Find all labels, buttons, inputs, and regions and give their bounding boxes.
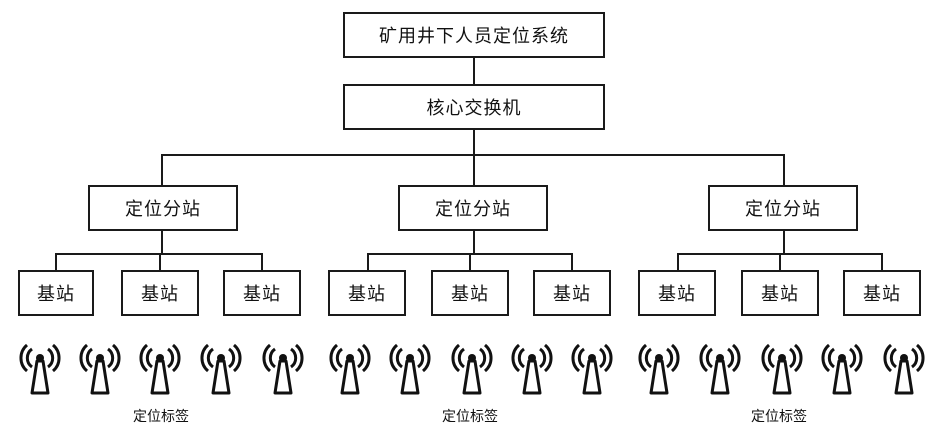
tag-label-3: 定位标签 <box>751 409 807 425</box>
wireless-antenna-tower-icon <box>262 343 304 395</box>
connector-to-base-1-3 <box>261 253 263 270</box>
substation-box-2: 定位分站 <box>398 185 548 231</box>
base-station-label: 基站 <box>141 284 179 305</box>
system-title-box: 矿用井下人员定位系统 <box>343 12 605 58</box>
system-title-label: 矿用井下人员定位系统 <box>379 26 569 47</box>
connector-switch-down <box>473 130 475 155</box>
connector-bus-to-substation-2 <box>473 154 475 185</box>
wireless-antenna-tower-icon <box>821 343 863 395</box>
wireless-antenna-tower-icon <box>451 343 493 395</box>
connector-bus-to-substation-1 <box>161 154 163 185</box>
base-station-box-2-3: 基站 <box>533 270 611 316</box>
wireless-antenna-tower-icon <box>389 343 431 395</box>
tag-label-1: 定位标签 <box>133 409 189 425</box>
wireless-antenna-tower-icon <box>19 343 61 395</box>
base-station-box-2-2: 基站 <box>431 270 509 316</box>
base-station-label: 基站 <box>451 284 489 305</box>
connector-bus-to-substation-3 <box>783 154 785 185</box>
substation-box-1: 定位分站 <box>88 185 238 231</box>
wireless-antenna-tower-icon <box>761 343 803 395</box>
connector-to-base-3-3 <box>881 253 883 270</box>
connector-to-base-3-2 <box>779 253 781 270</box>
connector-to-base-2-2 <box>469 253 471 270</box>
base-station-label: 基站 <box>863 284 901 305</box>
base-station-label: 基站 <box>37 284 75 305</box>
base-station-box-3-3: 基站 <box>843 270 921 316</box>
wireless-antenna-tower-icon <box>699 343 741 395</box>
base-station-label: 基站 <box>553 284 591 305</box>
substation-label-1: 定位分站 <box>125 199 201 220</box>
connector-to-base-2-3 <box>571 253 573 270</box>
core-switch-box: 核心交换机 <box>343 84 605 130</box>
wireless-antenna-tower-icon <box>329 343 371 395</box>
wireless-antenna-tower-icon <box>638 343 680 395</box>
connector-to-base-2-1 <box>367 253 369 270</box>
substation-label-3: 定位分站 <box>745 199 821 220</box>
base-station-box-1-3: 基站 <box>223 270 301 316</box>
connector-substation-1-down <box>161 231 163 254</box>
substation-label-2: 定位分站 <box>435 199 511 220</box>
wireless-antenna-tower-icon <box>139 343 181 395</box>
base-station-box-1-1: 基站 <box>18 270 94 316</box>
connector-substation-3-down <box>783 231 785 254</box>
base-station-label: 基站 <box>348 284 386 305</box>
core-switch-label: 核心交换机 <box>426 98 522 119</box>
connector-to-base-3-1 <box>677 253 679 270</box>
base-station-box-3-1: 基站 <box>638 270 716 316</box>
connector-to-base-1-2 <box>159 253 161 270</box>
connector-title-to-switch <box>473 58 475 84</box>
base-station-label: 基站 <box>243 284 281 305</box>
base-station-label: 基站 <box>658 284 696 305</box>
wireless-antenna-tower-icon <box>79 343 121 395</box>
wireless-antenna-tower-icon <box>571 343 613 395</box>
base-station-box-1-2: 基站 <box>121 270 199 316</box>
base-station-box-3-2: 基站 <box>741 270 819 316</box>
wireless-antenna-tower-icon <box>200 343 242 395</box>
wireless-antenna-tower-icon <box>883 343 925 395</box>
base-station-box-2-1: 基站 <box>328 270 406 316</box>
base-station-label: 基站 <box>761 284 799 305</box>
substation-box-3: 定位分站 <box>708 185 858 231</box>
wireless-antenna-tower-icon <box>511 343 553 395</box>
connector-substation-2-down <box>473 231 475 254</box>
tag-label-2: 定位标签 <box>442 409 498 425</box>
connector-to-base-1-1 <box>55 253 57 270</box>
